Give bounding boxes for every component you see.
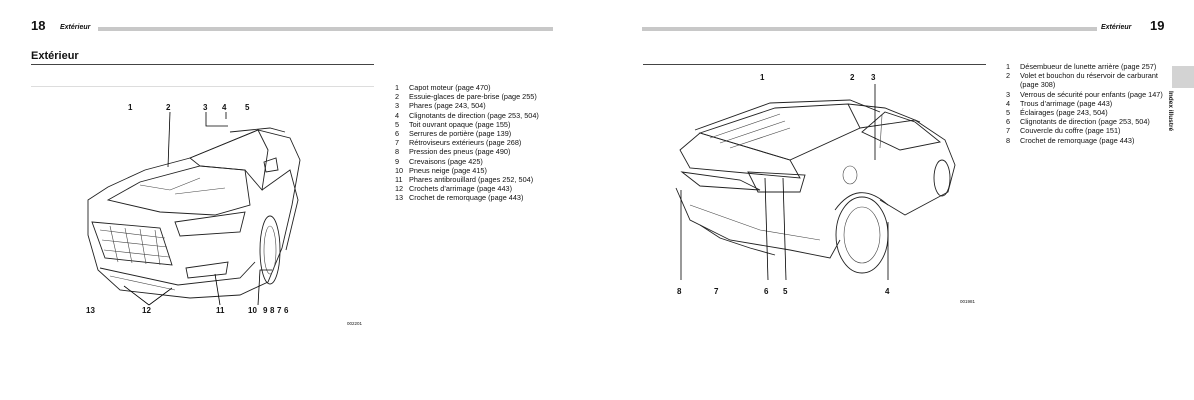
left-page-number: 18 [31,18,46,33]
right-page-number: 19 [1150,18,1165,33]
front-callout-7: 7 [277,306,282,315]
side-tab-marker [1172,66,1194,88]
front-callout-3: 3 [203,103,208,112]
rear-callout-7: 7 [714,287,719,296]
right-section-rule [643,64,986,65]
right-header-title: Extérieur [1101,24,1132,31]
side-tab-label: Index illustré [1167,91,1174,132]
rear-callout-3: 3 [871,73,876,82]
left-header-title: Extérieur [60,24,91,31]
front-callout-6: 6 [284,306,289,315]
figure-top-rule [31,86,374,87]
front-figure-code: 002201 [347,321,363,326]
left-header-bar [98,27,553,31]
rear-callout-6: 6 [764,287,769,296]
front-callout-5: 5 [245,103,250,112]
rear-callout-4: 4 [885,287,890,296]
front-callout-2: 2 [166,103,171,112]
front-callout-12: 12 [142,306,151,315]
front-callout-10: 10 [248,306,257,315]
right-header-bar [642,27,1097,31]
front-callout-4: 4 [222,103,227,112]
front-callout-11: 11 [216,306,225,315]
rear-callout-2: 2 [850,73,855,82]
front-callout-1: 1 [128,103,133,112]
rear-callout-8: 8 [677,287,682,296]
front-callout-13: 13 [86,306,95,315]
rear-callout-5: 5 [783,287,788,296]
section-rule [31,64,374,65]
front-callout-8: 8 [270,306,275,315]
section-title: Extérieur [31,50,79,62]
rear-callout-1: 1 [760,73,765,82]
rear-figure-code: 001981 [960,299,976,304]
front-callout-9: 9 [263,306,268,315]
